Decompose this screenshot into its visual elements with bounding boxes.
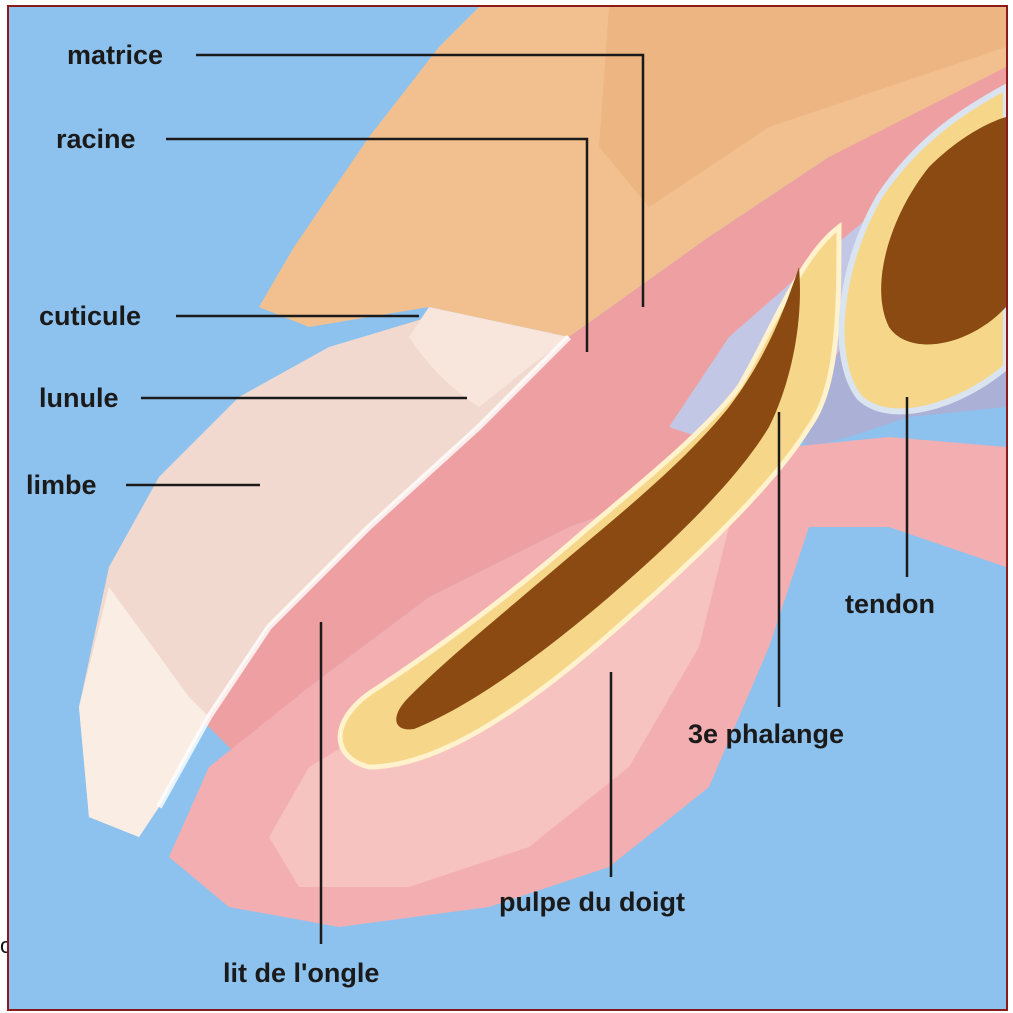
label-matrice: matrice bbox=[67, 42, 163, 69]
label-limbe: limbe bbox=[26, 472, 97, 499]
label-cuticule: cuticule bbox=[39, 303, 141, 330]
label-lit: lit de l'ongle bbox=[223, 960, 379, 987]
label-phalange: 3e phalange bbox=[688, 721, 844, 748]
label-pulpe: pulpe du doigt bbox=[499, 889, 685, 916]
label-lunule: lunule bbox=[39, 385, 119, 412]
label-racine: racine bbox=[56, 126, 136, 153]
label-tendon: tendon bbox=[845, 591, 935, 618]
diagram-frame: matrice racine cuticule lunule limbe ten… bbox=[7, 5, 1008, 1011]
fingertip-illustration bbox=[9, 7, 1006, 1009]
